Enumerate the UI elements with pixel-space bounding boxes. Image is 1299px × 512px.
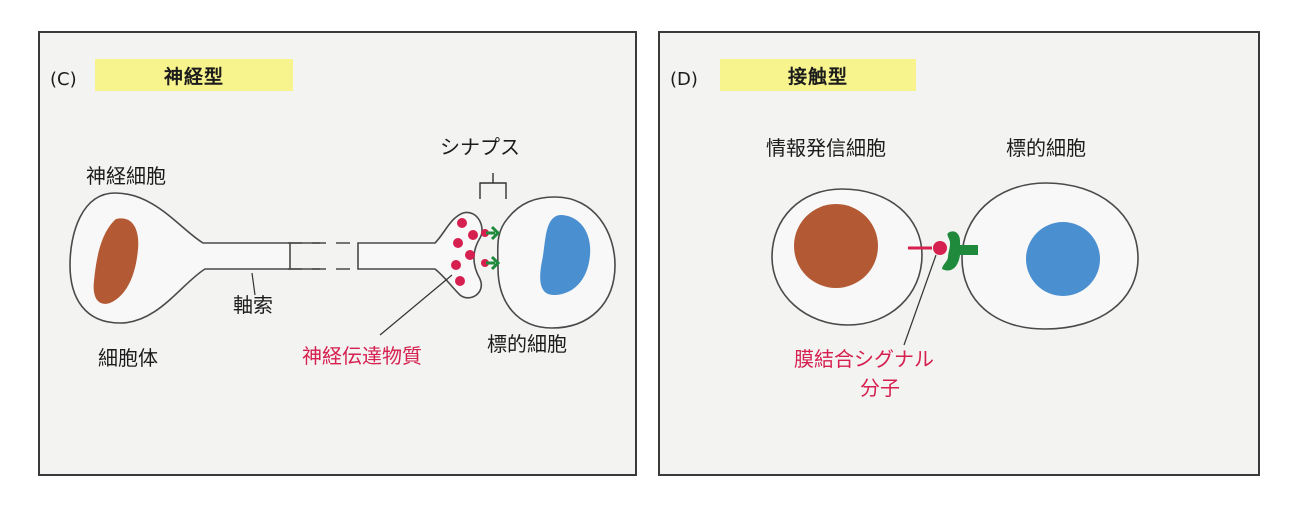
label-axon: 軸索 (233, 293, 273, 317)
vesicle (468, 230, 478, 240)
label-signal-cell: 情報発信細胞 (766, 136, 886, 160)
panel-label-c: (C) (50, 69, 77, 90)
panel-label-d: (D) (670, 69, 698, 90)
label-target-cell-d: 標的細胞 (1006, 136, 1086, 160)
sender-nucleus (794, 204, 878, 288)
target-nucleus-d (1026, 222, 1100, 296)
panel-title-c: 神経型 (95, 59, 293, 91)
vesicle (451, 260, 461, 270)
label-cell-body: 細胞体 (98, 346, 158, 370)
vesicle (465, 250, 475, 260)
panel-neural-type: (C) 神経型 神経細胞 シナプス 軸索 細胞体 神経伝達物質 標的細胞 (38, 31, 637, 476)
contact-diagram (771, 182, 1139, 346)
vesicle (481, 259, 489, 267)
neuron-nucleus (93, 218, 139, 304)
label-target-cell-c: 標的細胞 (487, 332, 567, 356)
molecule-leader (903, 254, 937, 346)
receptor-d (942, 231, 978, 271)
signal-molecule (933, 241, 947, 255)
label-nerve-cell: 神経細胞 (86, 164, 166, 188)
label-synapse: シナプス (440, 135, 520, 159)
vesicle (455, 276, 465, 286)
panel-contact-type: (D) 接触型 情報発信細胞 標的細胞 膜結合シグナル 分子 (658, 31, 1260, 476)
vesicle (481, 229, 489, 237)
receptor (486, 255, 501, 271)
neurotransmitter-leader (379, 274, 453, 336)
panel-title-d: 接触型 (720, 59, 916, 91)
target-nucleus (540, 215, 591, 295)
synapse-bracket (479, 173, 507, 199)
axon-leader (251, 272, 256, 296)
vesicle (453, 238, 463, 248)
label-molecule-line2: 分子 (860, 376, 900, 400)
vesicle (457, 218, 467, 228)
neural-diagram (69, 173, 616, 336)
receptor (486, 225, 501, 241)
label-neurotransmitter: 神経伝達物質 (302, 344, 422, 368)
label-molecule-line1: 膜結合シグナル (794, 347, 934, 371)
